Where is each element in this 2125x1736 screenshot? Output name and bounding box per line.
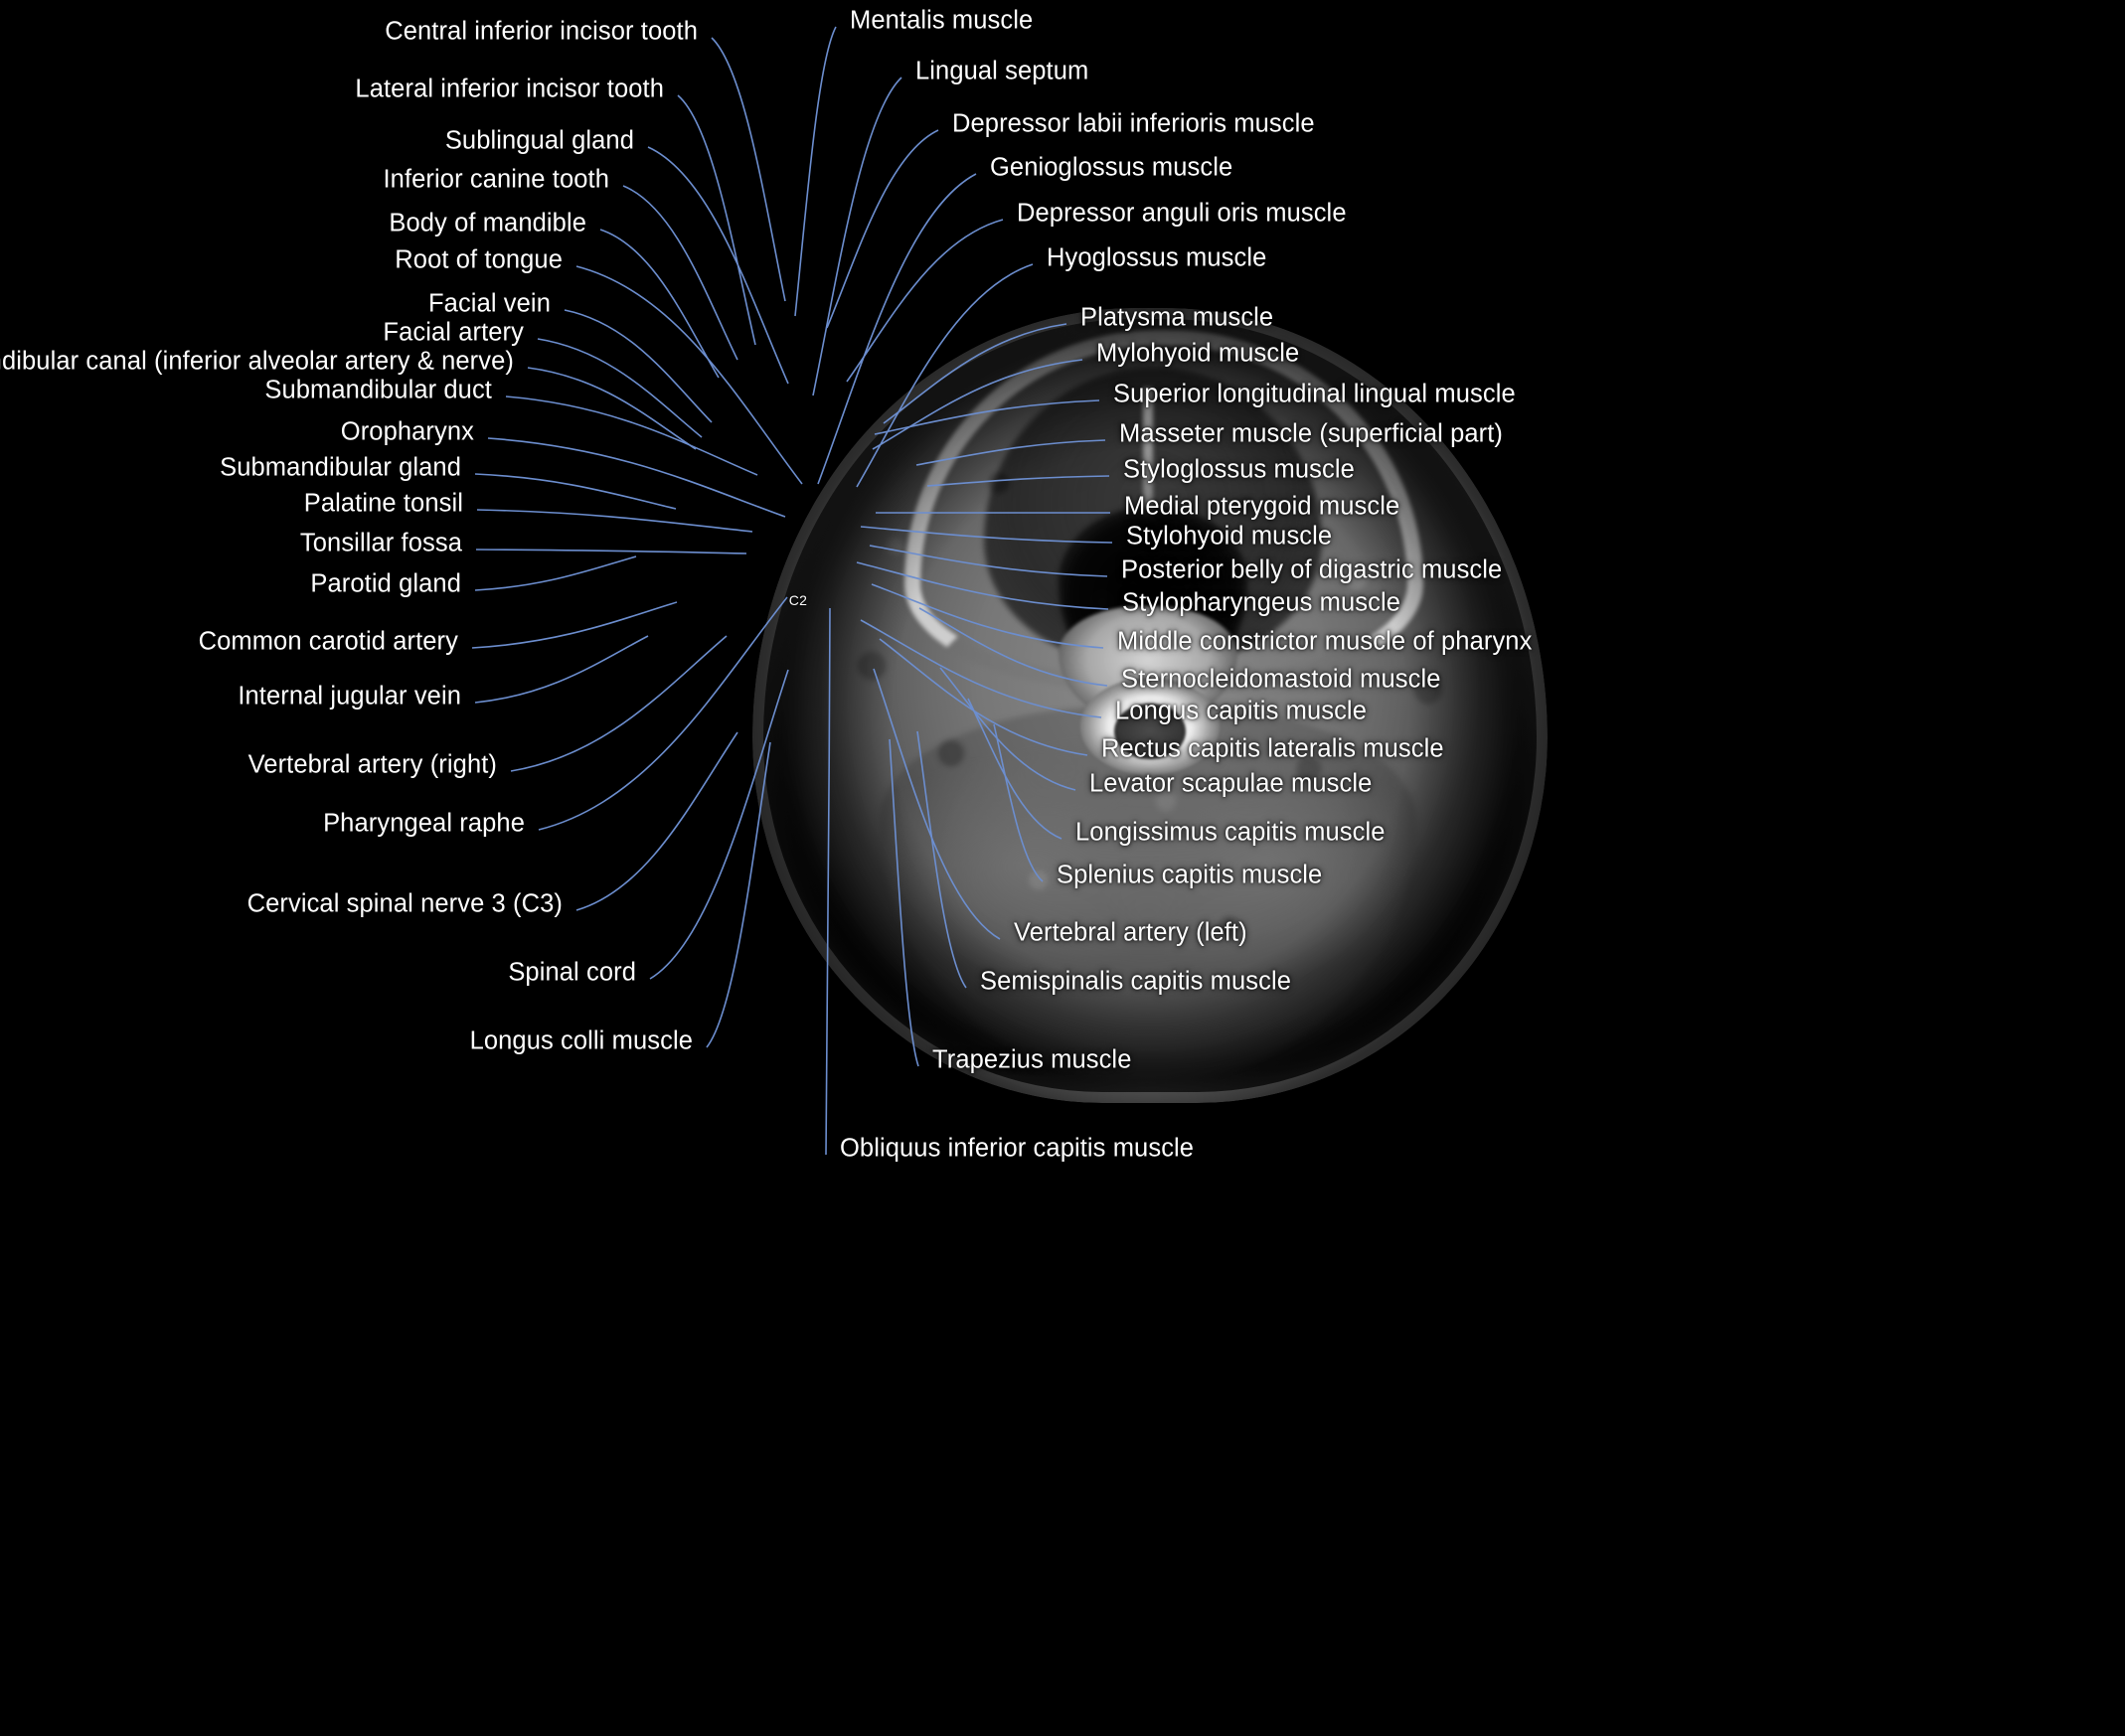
leader-line: [471, 601, 678, 649]
label-posterior-belly-of-digastric-muscle: Posterior belly of digastric muscle: [1121, 555, 1503, 584]
label-submandibular-gland: Submandibular gland: [220, 453, 461, 482]
label-body-of-mandible: Body of mandible: [389, 209, 586, 237]
label-longus-capitis-muscle: Longus capitis muscle: [1115, 697, 1367, 725]
label-styloglossus-muscle: Styloglossus muscle: [1123, 455, 1355, 484]
leader-line: [476, 509, 753, 533]
label-depressor-anguli-oris-muscle: Depressor anguli oris muscle: [1017, 199, 1347, 228]
scan-layer: [731, 308, 1570, 1183]
label-stylopharyngeus-muscle: Stylopharyngeus muscle: [1122, 588, 1401, 617]
leader-line: [564, 309, 713, 423]
label-facial-vein: Facial vein: [428, 289, 551, 318]
label-central-inferior-incisor-tooth: Central inferior incisor tooth: [385, 17, 698, 46]
leader-line: [475, 549, 747, 554]
label-root-of-tongue: Root of tongue: [395, 245, 563, 274]
label-splenius-capitis-muscle: Splenius capitis muscle: [1057, 861, 1323, 889]
leader-line: [474, 555, 637, 591]
label-vertebral-artery-left: Vertebral artery (left): [1014, 918, 1247, 947]
leader-line: [537, 338, 703, 438]
scan-marker-c2: C2: [788, 592, 808, 608]
axial-mri-scan: [731, 308, 1570, 1183]
label-sublingual-gland: Sublingual gland: [444, 126, 634, 155]
label-lateral-inferior-incisor-tooth: Lateral inferior incisor tooth: [355, 75, 664, 103]
label-vertebral-artery-right: Vertebral artery (right): [247, 750, 497, 779]
label-parotid-gland: Parotid gland: [310, 569, 461, 598]
leader-line: [575, 731, 738, 911]
label-lingual-septum: Lingual septum: [915, 57, 1089, 85]
label-inferior-canine-tooth: Inferior canine tooth: [383, 165, 609, 194]
leader-line: [474, 473, 677, 510]
label-medial-pterygoid-muscle: Medial pterygoid muscle: [1124, 492, 1400, 521]
label-mentalis-muscle: Mentalis muscle: [850, 6, 1034, 35]
leader-line: [505, 395, 758, 476]
label-depressor-labii-inferioris-muscle: Depressor labii inferioris muscle: [952, 109, 1315, 138]
leader-line: [711, 37, 786, 302]
label-trapezius-muscle: Trapezius muscle: [932, 1045, 1132, 1074]
label-platysma-muscle: Platysma muscle: [1080, 303, 1274, 332]
label-genioglossus-muscle: Genioglossus muscle: [990, 153, 1233, 182]
leader-line: [527, 367, 697, 450]
label-spinal-cord: Spinal cord: [508, 958, 636, 987]
label-mylohyoid-muscle: Mylohyoid muscle: [1096, 339, 1300, 368]
label-pharyngeal-raphe: Pharyngeal raphe: [323, 809, 525, 838]
label-submandibular-duct: Submandibular duct: [264, 376, 492, 404]
label-longus-colli-muscle: Longus colli muscle: [469, 1026, 693, 1055]
label-middle-constrictor-muscle-of-pharynx: Middle constrictor muscle of pharynx: [1117, 627, 1533, 656]
leader-line: [826, 129, 939, 329]
leader-line: [794, 26, 837, 317]
label-levator-scapulae-muscle: Levator scapulae muscle: [1089, 769, 1373, 798]
label-common-carotid-artery: Common carotid artery: [198, 627, 458, 656]
label-tonsillar-fossa: Tonsillar fossa: [299, 529, 462, 557]
leader-line: [622, 185, 738, 361]
label-palatine-tonsil: Palatine tonsil: [303, 489, 463, 518]
label-rectus-capitis-lateralis-muscle: Rectus capitis lateralis muscle: [1101, 734, 1444, 763]
leader-line: [474, 635, 649, 704]
label-internal-jugular-vein: Internal jugular vein: [238, 682, 461, 710]
label-obliquus-inferior-capitis-muscle: Obliquus inferior capitis muscle: [840, 1134, 1195, 1163]
label-hyoglossus-muscle: Hyoglossus muscle: [1047, 243, 1267, 272]
label-mandibular-canal-inferior-alveolar-artery-nerve: Mandibular canal (inferior alveolar arte…: [0, 347, 514, 376]
label-semispinalis-capitis-muscle: Semispinalis capitis muscle: [980, 967, 1292, 996]
label-facial-artery: Facial artery: [383, 318, 524, 347]
label-sternocleidomastoid-muscle: Sternocleidomastoid muscle: [1121, 665, 1441, 694]
leader-line: [599, 229, 720, 379]
label-oropharynx: Oropharynx: [340, 417, 474, 446]
label-stylohyoid-muscle: Stylohyoid muscle: [1126, 522, 1333, 551]
leader-line: [510, 635, 728, 772]
label-cervical-spinal-nerve-3-c3: Cervical spinal nerve 3 (C3): [246, 889, 563, 918]
label-masseter-muscle-superficial-part: Masseter muscle (superficial part): [1119, 419, 1504, 448]
label-longissimus-capitis-muscle: Longissimus capitis muscle: [1075, 818, 1386, 847]
label-superior-longitudinal-lingual-muscle: Superior longitudinal lingual muscle: [1113, 380, 1516, 408]
